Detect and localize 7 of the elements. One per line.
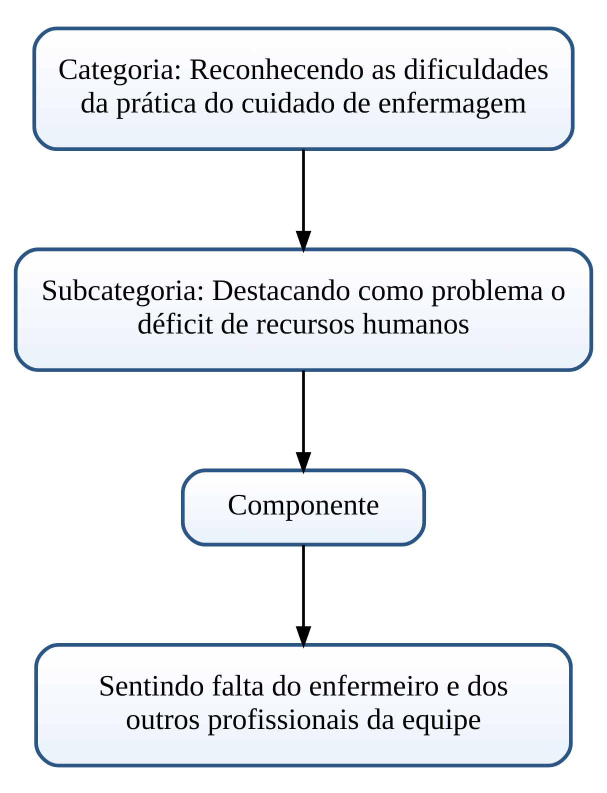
arrow bbox=[296, 370, 312, 474]
node-box: Subcategoria: Destacando como problema o déficit de recursos humanos bbox=[14, 247, 594, 372]
node-box: Sentindo falta do enfermeiro e dos outros profissionais da equipe bbox=[34, 642, 573, 767]
arrow bbox=[296, 544, 312, 648]
arrow bbox=[296, 148, 312, 253]
node-box: Categoria: Reconhecendo as dificuldades da prática do cuidado de enfermagem bbox=[32, 26, 575, 150]
node-box: Componente bbox=[180, 468, 426, 546]
